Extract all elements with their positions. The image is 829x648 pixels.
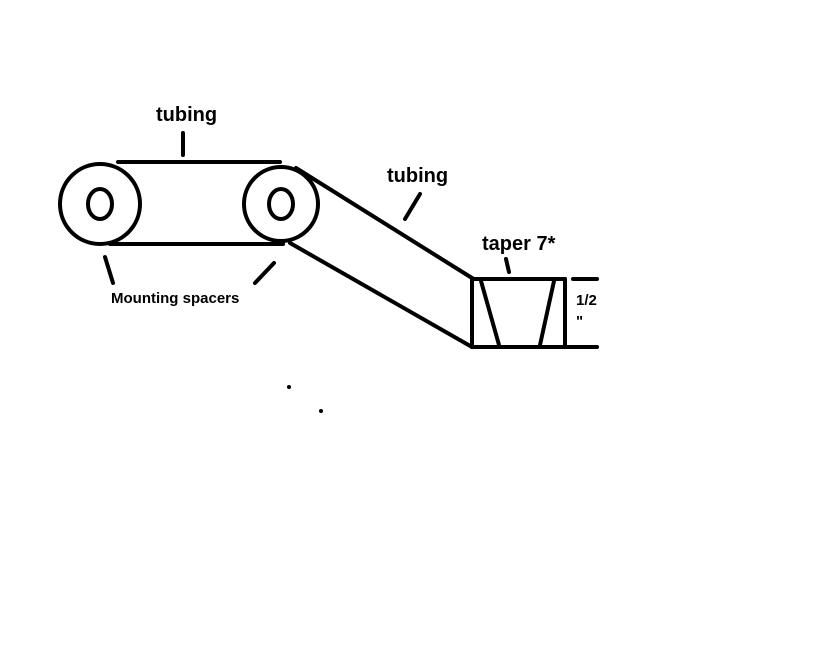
label-dimension-value: 1/2: [576, 292, 597, 309]
taper-right-slant: [538, 279, 556, 347]
left-spacer-outer: [58, 162, 142, 246]
label-mounting-spacers: Mounting spacers: [111, 290, 239, 307]
diag-tubing-lower: [288, 241, 474, 349]
left-spacer-hole: [86, 187, 114, 221]
label-taper: taper 7*: [482, 233, 556, 255]
middle-spacer-hole: [267, 187, 295, 221]
taper-leader: [504, 257, 511, 274]
mounting-leader-right: [253, 261, 276, 285]
mounting-leader-left: [103, 255, 115, 285]
label-dimension-unit: ": [576, 313, 583, 330]
label-tubing-diagonal: tubing: [387, 165, 448, 187]
stray-dot: [319, 409, 323, 413]
diag-tubing-upper: [294, 166, 474, 280]
diag-tubing-leader: [403, 192, 422, 221]
label-tubing-top: tubing: [156, 104, 217, 126]
middle-spacer-outer: [242, 165, 320, 243]
stray-dot: [287, 385, 291, 389]
taper-left-slant: [479, 279, 501, 347]
drawing: [58, 131, 599, 349]
